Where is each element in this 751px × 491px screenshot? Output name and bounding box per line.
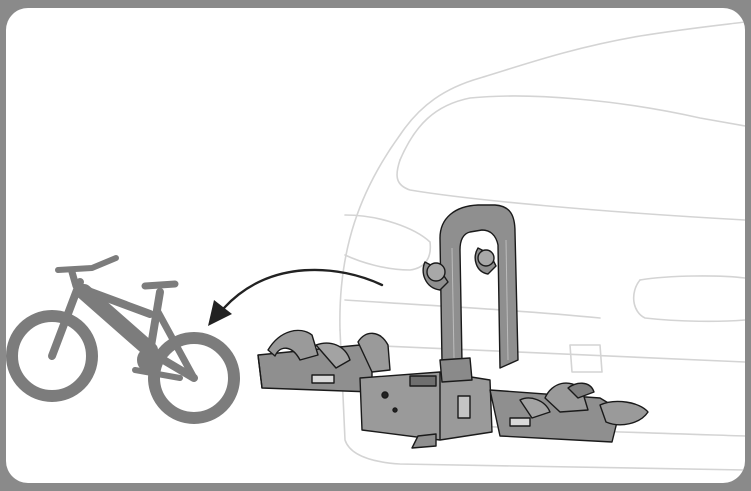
- e-bike-icon: [6, 255, 240, 424]
- illustration-panel: [6, 8, 745, 483]
- instruction-illustration: [6, 21, 745, 471]
- curved-arrow-icon: [208, 268, 384, 326]
- bike-carrier-illustration: [257, 204, 649, 449]
